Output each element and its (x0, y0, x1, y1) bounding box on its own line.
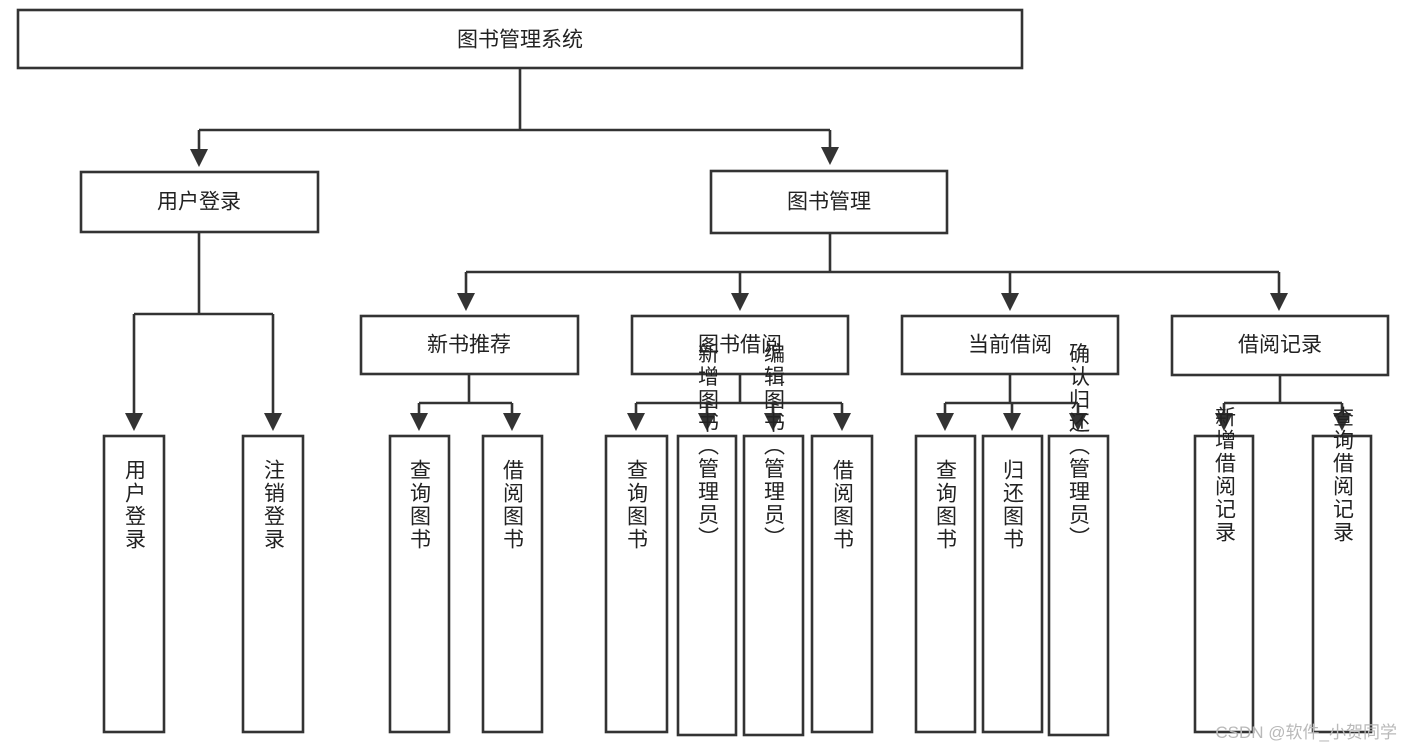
leaf-borrow-record-1[interactable]: 查询借阅记录 (1311, 406, 1373, 734)
node-user-login[interactable]: 用户登录 (79, 170, 320, 234)
node-root-system[interactable]: 图书管理系统 (16, 8, 1024, 70)
leaf-book-borrow-2-label: 编辑图书（管理员） (762, 343, 786, 550)
leaf-new-book-1-label: 借阅图书 (501, 459, 525, 551)
node-current-borrow-box (900, 314, 1120, 376)
node-root-system-label: 图书管理系统 (457, 29, 583, 52)
leaf-book-borrow-3-label: 借阅图书 (831, 459, 855, 551)
node-user-login-label: 用户登录 (157, 191, 241, 214)
leaf-new-book-0[interactable]: 查询图书 (388, 434, 451, 734)
leaf-borrow-record-0-box (1193, 434, 1255, 734)
node-user-login-box (79, 170, 320, 234)
node-current-borrow-label: 当前借阅 (968, 334, 1052, 357)
node-borrow-record-label: 借阅记录 (1238, 334, 1322, 357)
leaf-book-borrow-0-box (604, 434, 669, 734)
leaf-current-borrow-1-label: 归还图书 (1001, 459, 1025, 551)
leaf-user-login-1-box (241, 434, 305, 734)
node-book-borrow-label: 图书借阅 (698, 334, 782, 357)
leaf-book-borrow-0[interactable]: 查询图书 (604, 434, 669, 734)
node-book-manage-box (709, 169, 949, 235)
leaf-current-borrow-2-box (1047, 434, 1110, 737)
leaf-current-borrow-0-box (914, 434, 977, 734)
node-book-borrow-box (630, 314, 850, 376)
leaf-current-borrow-2[interactable]: 确认归还（管理员） (1047, 343, 1110, 737)
node-root-system-box (16, 8, 1024, 70)
leaf-borrow-record-0[interactable]: 新增借阅记录 (1193, 406, 1255, 734)
leaf-new-book-0-box (388, 434, 451, 734)
leaf-user-login-0-label: 用户登录 (123, 459, 147, 551)
leaf-user-login-0[interactable]: 用户登录 (102, 434, 166, 734)
leaf-book-borrow-2-box (742, 434, 805, 737)
leaf-book-borrow-1-label: 新增图书（管理员） (696, 343, 720, 550)
node-book-manage[interactable]: 图书管理 (709, 169, 949, 235)
leaf-current-borrow-0-label: 查询图书 (934, 459, 958, 551)
node-book-manage-label: 图书管理 (787, 191, 871, 214)
leaf-current-borrow-2-label: 确认归还（管理员） (1067, 343, 1091, 550)
leaf-book-borrow-2[interactable]: 编辑图书（管理员） (742, 343, 805, 737)
connector-layer (124, 68, 1352, 432)
node-current-borrow[interactable]: 当前借阅 (900, 314, 1120, 376)
leaf-book-borrow-3-box (810, 434, 874, 734)
leaf-current-borrow-1[interactable]: 归还图书 (981, 434, 1044, 734)
leaf-book-borrow-1-box (676, 434, 738, 737)
node-new-book-recommend-box (359, 314, 580, 376)
node-borrow-record[interactable]: 借阅记录 (1170, 314, 1390, 377)
leaf-new-book-0-label: 查询图书 (408, 459, 432, 551)
leaf-user-login-1-label: 注销登录 (262, 459, 286, 551)
leaf-borrow-record-1-label: 查询借阅记录 (1331, 406, 1355, 544)
node-borrow-record-box (1170, 314, 1390, 377)
leaf-borrow-record-1-box (1311, 434, 1373, 734)
leaf-book-borrow-3[interactable]: 借阅图书 (810, 434, 874, 734)
leaf-book-borrow-0-label: 查询图书 (625, 459, 649, 551)
leaf-new-book-1[interactable]: 借阅图书 (481, 434, 544, 734)
node-new-book-recommend[interactable]: 新书推荐 (359, 314, 580, 376)
leaf-user-login-0-box (102, 434, 166, 734)
node-book-borrow[interactable]: 图书借阅 (630, 314, 850, 376)
leaf-user-login-1[interactable]: 注销登录 (241, 434, 305, 734)
leaf-new-book-1-box (481, 434, 544, 734)
leaf-book-borrow-1[interactable]: 新增图书（管理员） (676, 343, 738, 737)
node-new-book-recommend-label: 新书推荐 (427, 334, 511, 357)
leaf-current-borrow-1-box (981, 434, 1044, 734)
leaf-borrow-record-0-label: 新增借阅记录 (1213, 406, 1237, 544)
leaf-current-borrow-0[interactable]: 查询图书 (914, 434, 977, 734)
